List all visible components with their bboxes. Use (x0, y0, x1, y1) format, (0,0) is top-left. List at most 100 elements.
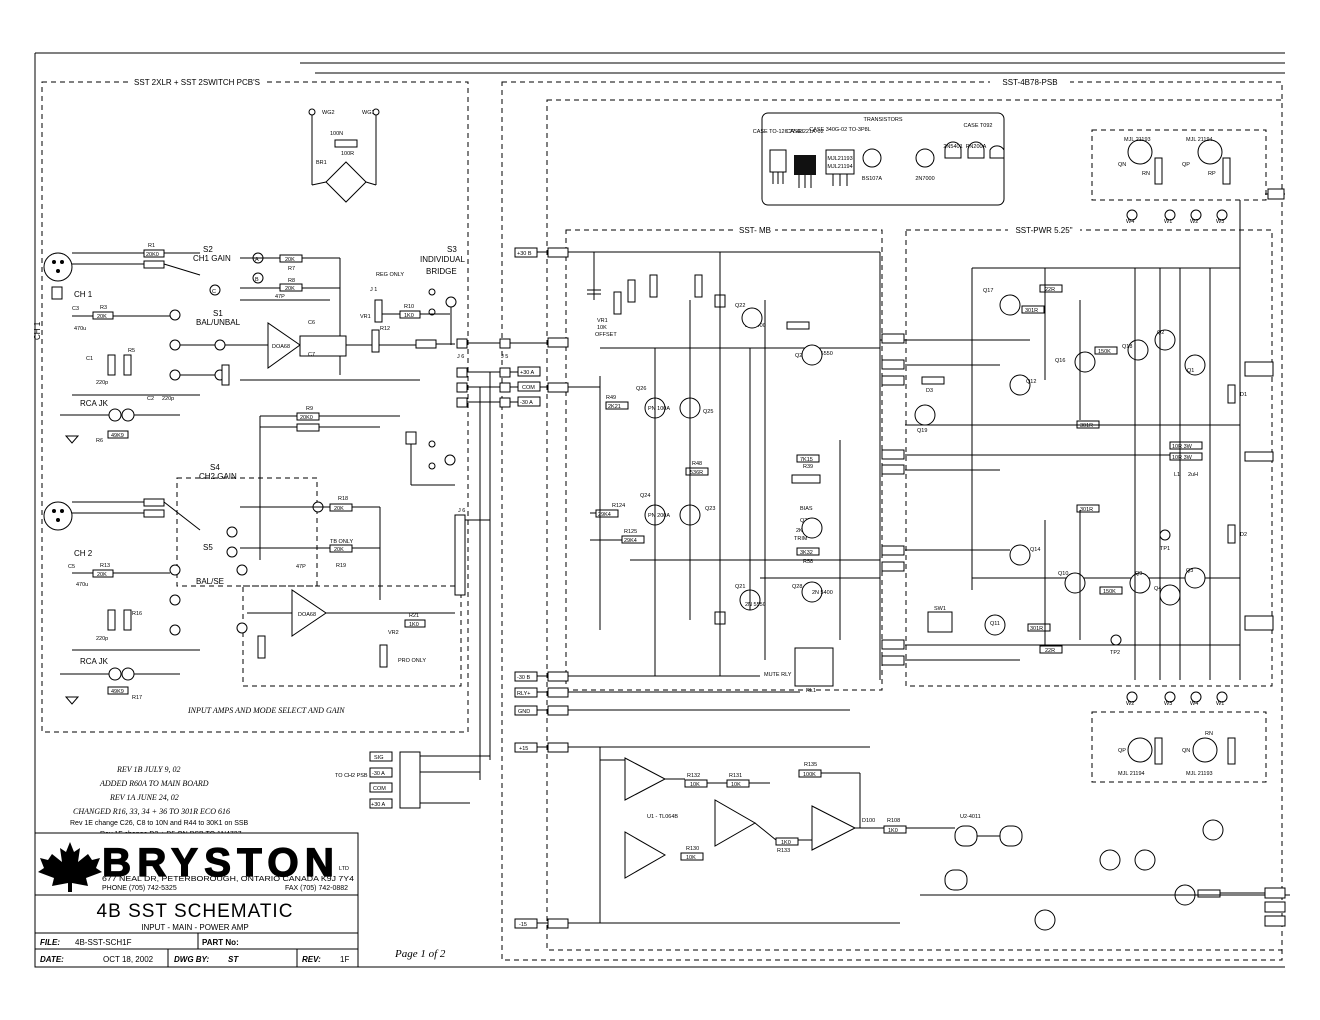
qp-top: QP (1182, 162, 1190, 168)
j6-label-1: J 6 (457, 354, 464, 360)
c47p-label-1: 47P (275, 294, 285, 300)
r13-value: 20K (97, 572, 107, 578)
part-2n5401: 2N5401 (943, 144, 962, 150)
q24-value: PN 200A (648, 513, 670, 519)
rev-note-5: Rev 1E change C26, C8 to 10N and R44 to … (70, 820, 249, 827)
q28-value: 2N 5400 (812, 590, 833, 596)
mjl21193-bot: MJL 21193 (1186, 771, 1213, 777)
w2-bot: W2 (1126, 701, 1134, 707)
pcb-left-title: SST 2XLR + SST 2SWITCH PCB'S (134, 78, 260, 87)
rn-top: RN (1142, 171, 1150, 177)
qp-bot: QP (1118, 748, 1126, 754)
psb-title: SST-4B78-PSB (1002, 78, 1057, 87)
sig-p15: +15 (519, 746, 528, 752)
j1-label: J 1 (370, 287, 377, 293)
file-value: 4B-SST-SCH1F (75, 938, 132, 947)
r6-value: 49K9 (111, 433, 124, 439)
rev-note-1: REV 1B JULY 9, 02 (116, 765, 180, 774)
q20-caption-1: 2K (796, 528, 803, 534)
sw1-label: SW1 (934, 606, 946, 612)
r7-value: 20K (285, 257, 295, 263)
r39-label: R39 (803, 464, 813, 470)
sig-m15: -15 (519, 922, 527, 928)
q23-label: Q23 (705, 506, 715, 512)
r21-value-pwr: 150K (1103, 589, 1116, 595)
r8-label: R8 (288, 278, 295, 284)
c1-label: C1 (86, 356, 93, 362)
r11-value: 10R 3W (1172, 455, 1193, 461)
s3-caption-2: BRIDGE (426, 267, 457, 276)
r5-label: R5 (128, 348, 135, 354)
rev-label: REV: (302, 955, 321, 964)
q21-value: 2N 5550 (745, 602, 766, 608)
ground-bridge: WG2 WG1 100N 100R BR1 (308, 108, 380, 203)
rev-note-4: CHANGED R16, 33, 34 + 36 TO 301R ECO 616 (73, 807, 230, 816)
sig-rly: RLY+ (517, 691, 531, 697)
wg2-label: WG2 (322, 110, 335, 116)
rca2-label: RCA JK (80, 657, 109, 666)
d100-label: D100 (862, 818, 875, 824)
case-label-1: CASE TO-126 77-08 (753, 129, 804, 135)
schematic-title: 4B SST SCHEMATIC (97, 901, 294, 922)
r21-label: R21 (409, 613, 419, 619)
mute-rly-label: MUTE RLY (764, 672, 792, 678)
q1-label: Q1 (1187, 368, 1194, 374)
s1-label: S1 (213, 309, 223, 318)
dwg-label: DWG BY: (174, 955, 209, 964)
sig-gnd: GND (518, 709, 530, 715)
q10-label: Q10 (1058, 571, 1068, 577)
reg-only-label: REG ONLY (376, 272, 404, 278)
q16-label: Q16 (1055, 358, 1065, 364)
rev-note-2: ADDED R60A TO MAIN BOARD (99, 779, 209, 788)
r21-value: 1K0 (409, 622, 419, 628)
l1-value: 2uH (1188, 472, 1198, 478)
transistor-legend-title: TRANSISTORS (863, 117, 902, 123)
to-ch2-label: TO CH2 PSB (335, 773, 368, 779)
c3-label: C3 (72, 306, 79, 312)
r108-value: 1K0 (888, 828, 898, 834)
mb-circuit: VR1 10K OFFSET Q22 2N 5400 Q27 2N 5550 Q… (587, 252, 953, 694)
c6-label: C6 (308, 320, 315, 326)
q22-label: Q22 (735, 303, 745, 309)
brand-name: BRYSTON (102, 841, 340, 885)
r49-value: 2K21 (608, 404, 621, 410)
w1-top: W1 (1164, 219, 1172, 225)
r48-label: R48 (692, 461, 702, 467)
r22-value: 150K (1098, 349, 1111, 355)
q11-label: Q11 (990, 621, 1000, 627)
mjl21193-top: MJL 21193 (1124, 137, 1151, 143)
r130-label: R130 (686, 846, 699, 852)
mb-title: SST- MB (739, 226, 771, 235)
q26-value: PN 100A (648, 406, 670, 412)
r1-value: 20K0 (146, 252, 159, 258)
q21-label: Q21 (735, 584, 745, 590)
s3-caption-1: INDIVIDUAL (420, 255, 465, 264)
s5-caption: BAL/SE (196, 577, 224, 586)
c7-label: C7 (308, 352, 315, 358)
r130-value: 10K (686, 855, 696, 861)
input-caption: INPUT AMPS AND MODE SELECT AND GAIN (187, 706, 345, 715)
w1-bot: W1 (1216, 701, 1224, 707)
r12-label: R12 (380, 326, 390, 332)
ch2-label: CH 2 (74, 549, 93, 558)
q14-label: Q14 (1030, 547, 1040, 553)
qn-top: QN (1118, 162, 1126, 168)
r125-value: 29K4 (624, 538, 637, 544)
pro-only-label: PRO ONLY (398, 658, 426, 664)
sig-m30a: -30 A (520, 400, 533, 406)
d3-label: D3 (926, 388, 933, 394)
part-bs107a: BS107A (862, 176, 883, 182)
file-label: FILE: (40, 938, 60, 947)
case-label-3: CASE 340G-02 TO-3P8L (809, 127, 871, 133)
vr1-label: VR1 (360, 314, 371, 320)
r58-label: R58 (803, 559, 813, 565)
mjl21194-bot: MJL 21194 (1118, 771, 1145, 777)
c47p-label-2: 47P (296, 564, 306, 570)
c220p-label-3: 220p (96, 636, 108, 642)
maple-leaf-logo (38, 842, 102, 892)
l1-label: L1 (1174, 472, 1180, 478)
part-pn200a: PN200A (966, 144, 987, 150)
ch2-input: CH 2 R13 20K C5 470u R16 220p RCA JK 49K… (43, 463, 455, 705)
vr1-mb-caption-1: 10K (597, 325, 607, 331)
r132-label: R132 (687, 773, 700, 779)
